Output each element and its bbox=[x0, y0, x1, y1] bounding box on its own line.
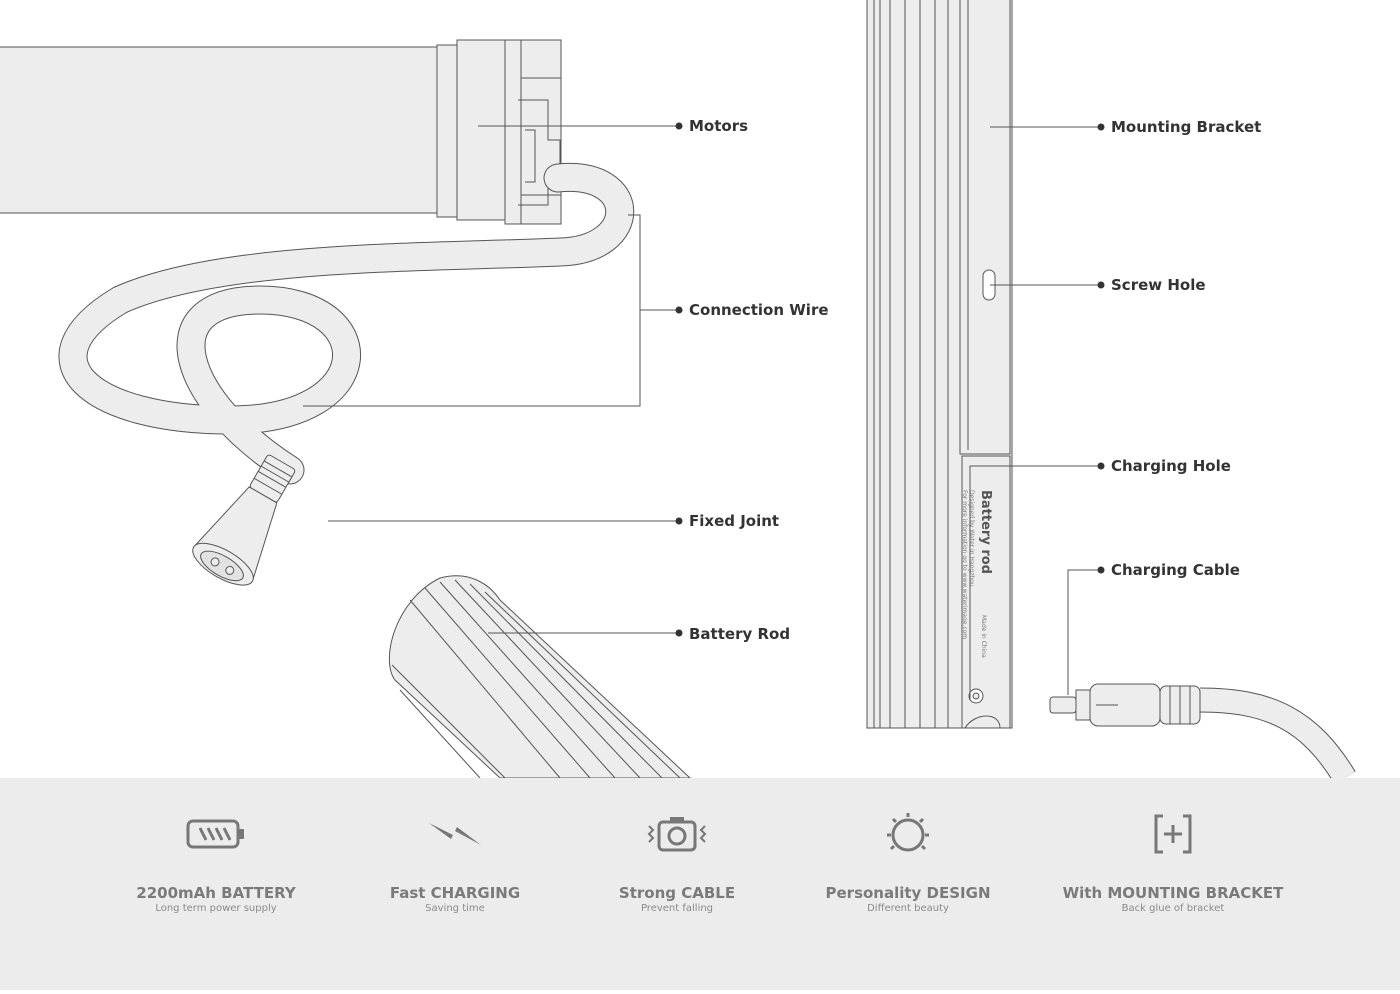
joint-dot bbox=[675, 517, 683, 525]
connection-wire bbox=[58, 162, 635, 485]
screw-dot bbox=[1097, 281, 1105, 289]
callout-charging-hole: Charging Hole bbox=[1111, 457, 1231, 475]
rod-print-line1: Designed by Water in Hangzhou bbox=[968, 490, 975, 587]
bracket-dot bbox=[1097, 123, 1105, 131]
feature-bracket: With MOUNTING BRACKET Back glue of brack… bbox=[1043, 808, 1303, 916]
charging-hole-leader bbox=[969, 465, 1099, 700]
motors-dot bbox=[675, 122, 683, 130]
rod-print-line2: For more information go to www.waterimag… bbox=[961, 490, 968, 639]
sun-icon bbox=[887, 813, 929, 852]
charging-hole-dot bbox=[1097, 462, 1105, 470]
rod-print-name: Battery rod bbox=[978, 490, 993, 574]
features-band: 2200mAh BATTERY Long term power supply F… bbox=[0, 778, 1400, 990]
feature-charging: Fast CHARGING Saving time bbox=[325, 808, 585, 916]
callout-battery-rod: Battery Rod bbox=[689, 625, 791, 643]
rod-print: Battery rod Designed by Water in Hangzho… bbox=[961, 490, 993, 658]
callout-charging-cable: Charging Cable bbox=[1111, 561, 1240, 579]
feature-design-subtitle: Different beauty bbox=[867, 903, 949, 914]
callout-fixed-joint: Fixed Joint bbox=[689, 512, 780, 530]
wire-dot bbox=[675, 306, 683, 314]
feature-cable: Strong CABLE Prevent falling bbox=[547, 808, 807, 916]
lightning-icon bbox=[429, 823, 481, 845]
feature-charging-subtitle: Saving time bbox=[425, 903, 485, 914]
battery-icon bbox=[186, 819, 244, 849]
feature-bracket-subtitle: Back glue of bracket bbox=[1121, 903, 1225, 914]
callout-motors: Motors bbox=[689, 117, 749, 135]
bracket-plus-icon bbox=[1154, 814, 1192, 854]
fixed-joint bbox=[192, 454, 296, 586]
feature-charging-title: Fast CHARGING bbox=[389, 884, 521, 902]
cable-dot bbox=[1097, 566, 1105, 574]
callout-screw-hole: Screw Hole bbox=[1111, 276, 1206, 294]
feature-battery-subtitle: Long term power supply bbox=[155, 903, 277, 914]
callout-mounting-bracket: Mounting Bracket bbox=[1111, 118, 1262, 136]
vertical-battery-rod bbox=[866, 0, 1013, 729]
battery-rod-body bbox=[388, 575, 692, 779]
feature-battery-title: 2200mAh BATTERY bbox=[136, 884, 296, 902]
feature-bracket-title: With MOUNTING BRACKET bbox=[1062, 884, 1284, 902]
feature-design: Personality DESIGN Different beauty bbox=[778, 808, 1038, 916]
charging-cable bbox=[1049, 683, 1356, 785]
camera-icon bbox=[647, 817, 707, 852]
feature-cable-title: Strong CABLE bbox=[618, 884, 736, 902]
motor-housing bbox=[0, 39, 562, 225]
rod-dot bbox=[675, 629, 683, 637]
rod-print-line3: Made in China bbox=[980, 615, 987, 658]
feature-battery: 2200mAh BATTERY Long term power supply bbox=[86, 808, 346, 916]
callout-connection-wire: Connection Wire bbox=[689, 301, 829, 319]
feature-cable-subtitle: Prevent falling bbox=[640, 903, 714, 914]
feature-design-title: Personality DESIGN bbox=[825, 884, 991, 902]
cable-leader bbox=[1067, 569, 1099, 695]
